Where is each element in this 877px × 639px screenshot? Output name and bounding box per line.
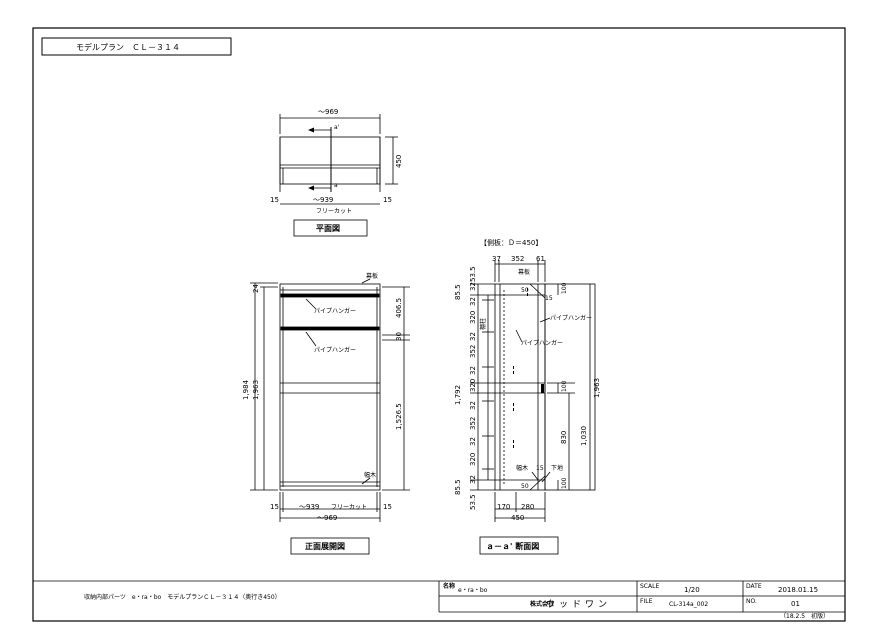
front-free-cut: フリーカット — [331, 504, 367, 511]
title-block-product-label: 名称 — [443, 582, 455, 590]
section-right-100-top: 100 — [561, 282, 568, 294]
front-caption: 正面展開図 — [305, 542, 345, 551]
section-right-1963: 1,963 — [593, 378, 601, 398]
section-left-dim-15: 85.5 — [454, 479, 462, 495]
front-view — [250, 278, 410, 555]
plan-top-width: ～969 — [318, 108, 338, 116]
front-bottom-right-margin: 15 — [383, 503, 392, 511]
front-bottom-left-margin: 15 — [270, 503, 279, 511]
section-left-dim-14: 32 — [469, 475, 477, 484]
front-lower-height: 1,526.5 — [395, 403, 403, 430]
title-block-company: ウッドワン — [546, 599, 611, 610]
title-block-date: 2018.01.15 — [778, 586, 818, 594]
section-left-dim-6: 32 — [469, 332, 477, 341]
section-markers — [513, 288, 544, 448]
section-bottom-dim-2: 280 — [521, 503, 534, 511]
title-block-file: CL-314a_002 — [669, 601, 708, 608]
front-bottom-width: ～939 — [299, 503, 319, 511]
section-right-1030: 1,030 — [580, 426, 588, 446]
section-right-100-mid: 100 — [561, 380, 568, 392]
section-hanger-label-2: パイプハンガー — [521, 339, 563, 347]
title-block-product: e・ra・bo — [458, 587, 488, 594]
section-left-dim-10: 32 — [469, 401, 477, 410]
title-block-footer: （18.2.5 初版） — [780, 612, 829, 620]
section-top-dim-3: 61 — [536, 255, 545, 263]
title-block — [33, 580, 845, 613]
plan-depth: 450 — [395, 155, 403, 168]
plan-section-mark-top: a' — [334, 124, 340, 131]
section-top-board: 幕板 — [518, 268, 530, 276]
section-left-dim-7: 352 — [469, 345, 477, 358]
section-right-830: 830 — [560, 431, 568, 444]
section-bottom-board-dim: 15 — [536, 465, 544, 472]
section-dim-15: 15 — [545, 295, 553, 302]
section-left-dim-9: 320 — [469, 379, 477, 392]
section-bottom-50: 50 — [521, 483, 529, 490]
section-overall-depth: 450 — [511, 514, 524, 522]
section-top-50: 50 — [521, 287, 529, 294]
section-left-dim-16: 53.5 — [469, 494, 477, 510]
front-overall-height: 1,984 — [242, 379, 250, 400]
plan-right-margin: 15 — [383, 196, 392, 204]
section-top-dim-2: 352 — [511, 255, 524, 263]
plan-free-cut: フリーカット — [316, 208, 352, 215]
front-upper-gap: 30 — [395, 332, 403, 341]
title-block-date-label: DATE — [746, 583, 762, 590]
title-box — [41, 37, 232, 56]
section-shelf-pin-label: 棚柱 — [479, 318, 487, 330]
section-left-dim-5: 320 — [469, 311, 477, 324]
section-left-dim-13: 320 — [469, 453, 477, 466]
section-bottom-board: 幅木 — [516, 464, 528, 472]
title-block-file-label: FILE — [640, 598, 653, 605]
title-block-scale: 1/20 — [684, 586, 700, 594]
front-top-board: 幕板 — [366, 272, 378, 280]
title-block-scale-label: SCALE — [640, 583, 659, 590]
front-top-gap: 24 — [252, 284, 260, 293]
plan-view — [279, 114, 398, 237]
section-left-dim-11: 352 — [469, 417, 477, 430]
section-left-dim-2: 32 — [469, 282, 477, 291]
section-left-dim-12: 32 — [469, 437, 477, 446]
section-top-dim-1: 37 — [492, 255, 501, 263]
plan-bottom-width: ～939 — [313, 196, 333, 204]
drawing-title: モデルプラン ＣＬ－３１４ — [76, 42, 180, 52]
title-block-company-label: 株式会社 — [530, 600, 554, 608]
front-bottom-board: 幅木 — [364, 471, 376, 479]
title-block-no-label: NO. — [746, 598, 757, 605]
plan-section-mark-bottom: a — [334, 182, 338, 189]
section-hanger-label-1: パイプハンガー — [550, 314, 592, 322]
title-block-description: 収納内部パーツ e・ra・bo モデルプランＣＬ－３１４（奥行き450） — [84, 593, 281, 601]
front-upper-height: 406.5 — [395, 298, 403, 318]
front-inner-height: 1,963 — [252, 380, 260, 400]
section-left-dim-4: 32 — [469, 297, 477, 306]
title-block-no: 01 — [791, 600, 800, 608]
section-caption: ａ－ａ' 断面図 — [486, 541, 539, 551]
plan-left-margin: 15 — [270, 196, 279, 204]
section-left-dim-3: 85.5 — [454, 284, 462, 300]
sheet-border — [32, 27, 846, 622]
section-lower-board: 下地 — [551, 464, 563, 472]
front-hanger-label-2: パイプハンガー — [314, 346, 356, 354]
section-bottom-dim-1: 170 — [497, 503, 510, 511]
front-hanger-label-1: パイプハンガー — [314, 307, 356, 315]
plan-caption: 平面図 — [316, 224, 340, 233]
section-mid-dim: 1,792 — [454, 385, 462, 405]
section-left-dim-1: 53.5 — [469, 266, 477, 282]
front-overall-width: ～969 — [317, 514, 337, 522]
section-view — [470, 260, 596, 555]
section-note: 【側板：Ｄ＝450】 — [480, 238, 542, 247]
section-left-dim-8: 32 — [469, 366, 477, 375]
section-right-100-bottom: 100 — [561, 477, 568, 489]
